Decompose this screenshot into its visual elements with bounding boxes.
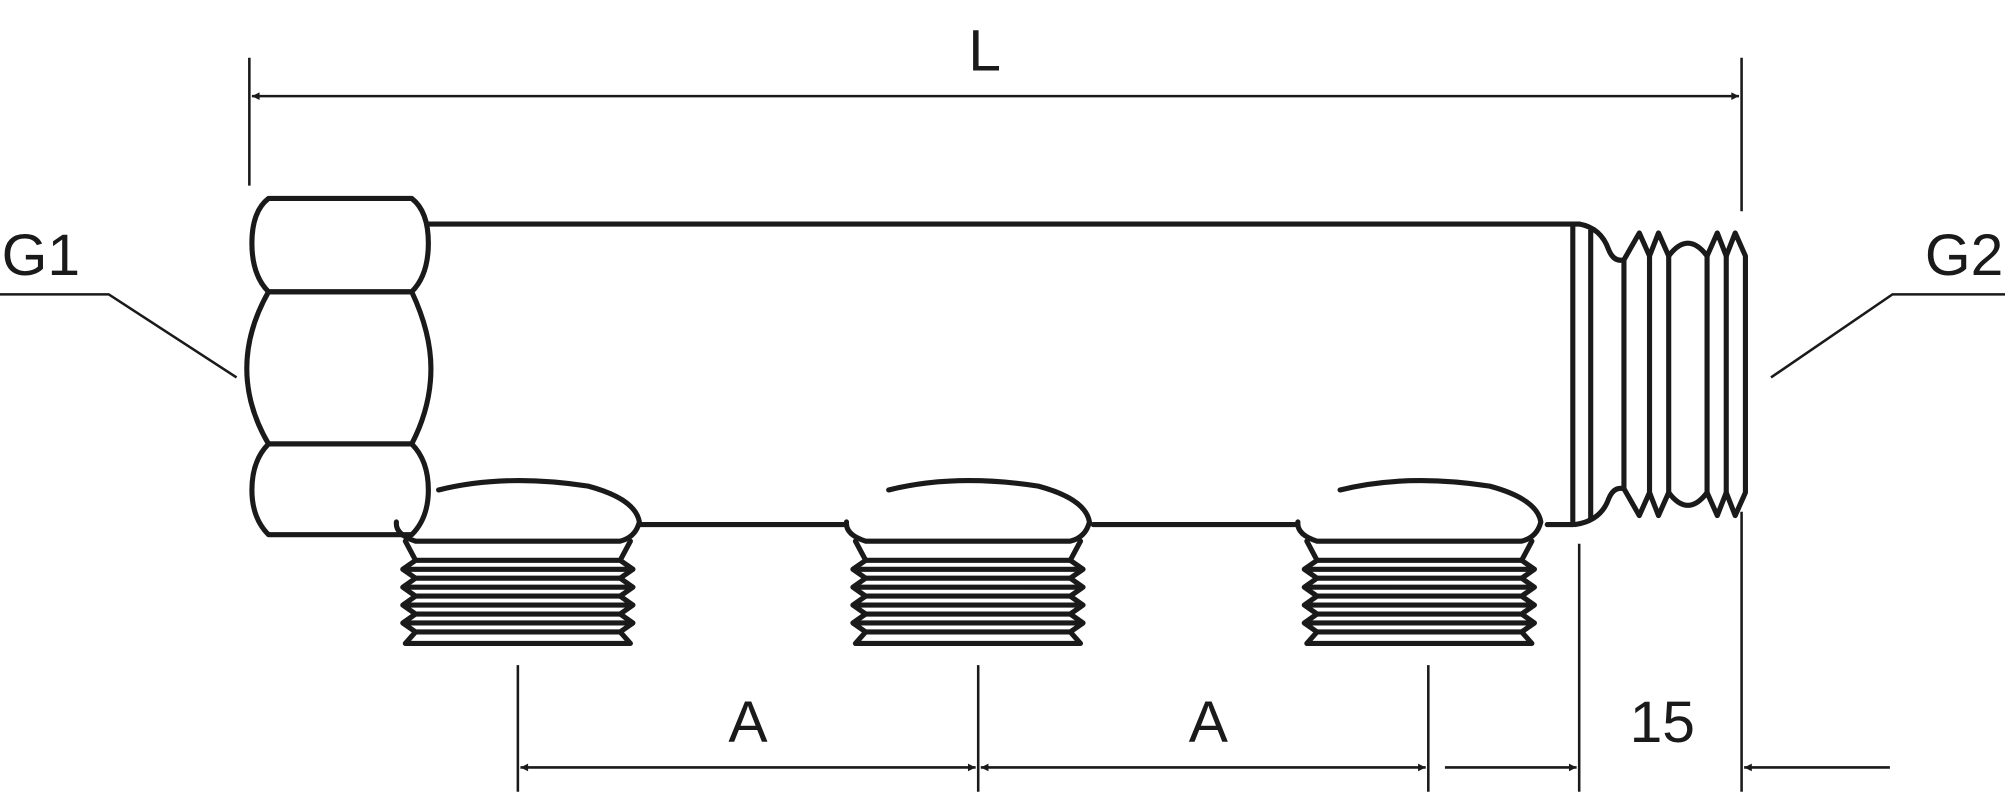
outlet-thread [1621,230,1748,519]
leader-G2: G2 [1770,223,2005,379]
label-A-1: A [728,690,768,755]
dimension-A-and-15: A A 15 [516,511,1890,792]
hex-nut [244,195,434,538]
outlet-port-1 [396,481,639,644]
manifold-body [425,221,1627,528]
label-15: 15 [1630,690,1695,755]
label-A-2: A [1189,690,1229,755]
dimension-L: L [248,19,1743,212]
leader-G1: G1 [0,223,238,379]
label-G2: G2 [1925,223,2003,288]
outlet-port-3 [1298,481,1541,644]
label-G1: G1 [2,223,80,288]
outlet-port-2 [846,481,1089,644]
label-L: L [968,19,1001,84]
